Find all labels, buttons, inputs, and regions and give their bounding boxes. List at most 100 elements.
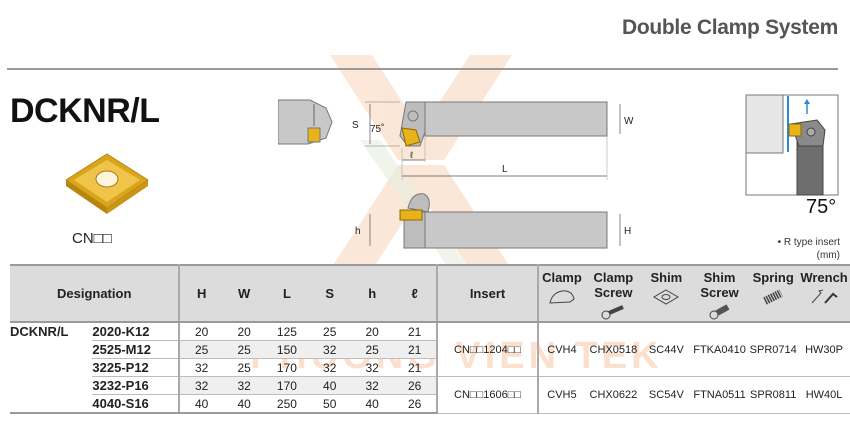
application-view — [745, 94, 839, 196]
cell-h: 20 — [350, 322, 394, 341]
note-r-type: • R type insert — [777, 237, 840, 248]
header-clamp-label: Clamp — [542, 270, 582, 285]
header-L: L — [265, 264, 309, 323]
cell-L: 170 — [265, 358, 309, 377]
cell-W: 40 — [222, 394, 266, 414]
header-W: W — [222, 264, 266, 323]
cell-h: 40 — [350, 394, 394, 414]
empty-cell — [10, 359, 92, 377]
table-row: 4040-S16 40 40 250 50 40 26 — [10, 394, 850, 414]
empty-cell — [10, 377, 92, 395]
cell-H: 40 — [179, 394, 223, 414]
table-row: 3232-P16 32 32 170 40 32 26 CN□□1606□□ C… — [10, 376, 850, 414]
spec-table: Designation H W L S h ℓ Insert Clamp Cla… — [10, 264, 850, 414]
table-row: 2525-M12 25 25 150 32 25 21 — [10, 340, 850, 359]
cell-W: 25 — [222, 340, 266, 359]
cell-L: 150 — [265, 340, 309, 359]
spring-code: SPR0811 — [748, 376, 799, 414]
header-clamp-screw-label: Clamp Screw — [593, 270, 634, 300]
cell-H: 32 — [179, 358, 223, 377]
insert-code: CN□□1204□□ — [436, 322, 540, 377]
series-name: DCKNR/L — [10, 324, 69, 340]
wrench-code: HW30P — [798, 322, 850, 377]
table-header-row: Designation H W L S h ℓ Insert Clamp Cla… — [10, 264, 850, 323]
tool-front-view: h H — [355, 193, 631, 249]
cell-l: 21 — [393, 340, 438, 359]
empty-cell — [10, 341, 92, 359]
header-clamp-screw: Clamp Screw — [584, 264, 642, 323]
cell-l: 21 — [393, 322, 438, 341]
clamp-screw-code: CHX0622 — [584, 376, 642, 414]
svg-text:ℓ: ℓ — [410, 150, 414, 160]
cell-L: 250 — [265, 394, 309, 414]
insert-type-label: CN□□ — [72, 230, 112, 247]
insert-code: CN□□1606□□ — [436, 376, 540, 414]
spring-icon — [763, 289, 783, 305]
cell-W: 20 — [222, 322, 266, 341]
table-row: 3225-P12 32 25 170 32 32 21 — [10, 358, 850, 377]
insert-image — [65, 153, 149, 214]
cell-S: 32 — [308, 340, 351, 359]
shim-screw-code: FTKA0410 — [690, 322, 749, 377]
designation-code: 4040-S16 — [92, 394, 181, 414]
header-clamp: Clamp — [538, 264, 585, 323]
screw-icon — [601, 305, 625, 320]
svg-text:L: L — [502, 164, 508, 175]
designation-code: 3232-P16 — [92, 376, 181, 395]
header-divider — [7, 68, 838, 70]
cell-h: 25 — [350, 340, 394, 359]
shim-code: SC54V — [641, 376, 691, 414]
svg-text:75˚: 75˚ — [370, 123, 384, 135]
header-l: ℓ — [393, 264, 438, 323]
table-row: DCKNR/L 2020-K12 20 20 125 25 20 21 CN□□… — [10, 322, 850, 377]
cell-H: 32 — [179, 376, 223, 395]
designation-code: 2525-M12 — [92, 340, 181, 359]
cell-S: 32 — [308, 358, 351, 377]
header-shim-screw-label: Shim Screw — [700, 270, 739, 300]
header-wrench: Wrench — [798, 264, 850, 323]
cell-l: 21 — [393, 358, 438, 377]
cell-H: 20 — [179, 322, 223, 341]
cell-W: 25 — [222, 358, 266, 377]
header-shim-screw: Shim Screw — [690, 264, 749, 323]
svg-text:H: H — [624, 226, 631, 237]
designation-code: 3225-P12 — [92, 358, 181, 377]
cell-L: 125 — [265, 322, 309, 341]
cell-S: 25 — [308, 322, 351, 341]
tool-top-view: S 75˚ W ℓ L — [352, 101, 634, 180]
clamp-code: CVH5 — [538, 376, 585, 414]
svg-text:W: W — [624, 116, 634, 127]
approach-angle: 75° — [806, 196, 837, 218]
cell-L: 170 — [265, 376, 309, 395]
cell-W: 32 — [222, 376, 266, 395]
header-shim: Shim — [641, 264, 691, 323]
header-shim-label: Shim — [650, 270, 683, 285]
clamp-icon — [549, 290, 575, 304]
svg-text:h: h — [355, 226, 361, 237]
cell-h: 32 — [350, 376, 394, 395]
header-h: h — [350, 264, 394, 323]
note-units: (mm) — [816, 250, 840, 261]
model-name: DCKNR/L — [10, 92, 160, 130]
header-S: S — [308, 264, 351, 323]
cell-l: 26 — [393, 376, 438, 395]
header-insert: Insert — [436, 264, 540, 323]
header-spring-label: Spring — [752, 270, 794, 285]
cell-H: 25 — [179, 340, 223, 359]
cell-h: 32 — [350, 358, 394, 377]
shim-screw-code: FTNA0511 — [690, 376, 749, 414]
shim-icon — [653, 289, 680, 305]
cell-S: 40 — [308, 376, 351, 395]
cell-l: 26 — [393, 394, 438, 414]
wrench-icon — [811, 289, 838, 304]
shim-screw-icon — [709, 304, 729, 320]
page-title: Double Clamp System — [621, 16, 838, 39]
header-spring: Spring — [748, 264, 799, 323]
cell-S: 50 — [308, 394, 351, 414]
header-H: H — [179, 264, 223, 323]
header-designation: Designation — [10, 264, 181, 323]
note: • R type insert (mm) — [778, 236, 840, 262]
tool-side-view — [278, 99, 333, 145]
clamp-code: CVH4 — [538, 322, 585, 377]
spring-code: SPR0714 — [748, 322, 799, 377]
